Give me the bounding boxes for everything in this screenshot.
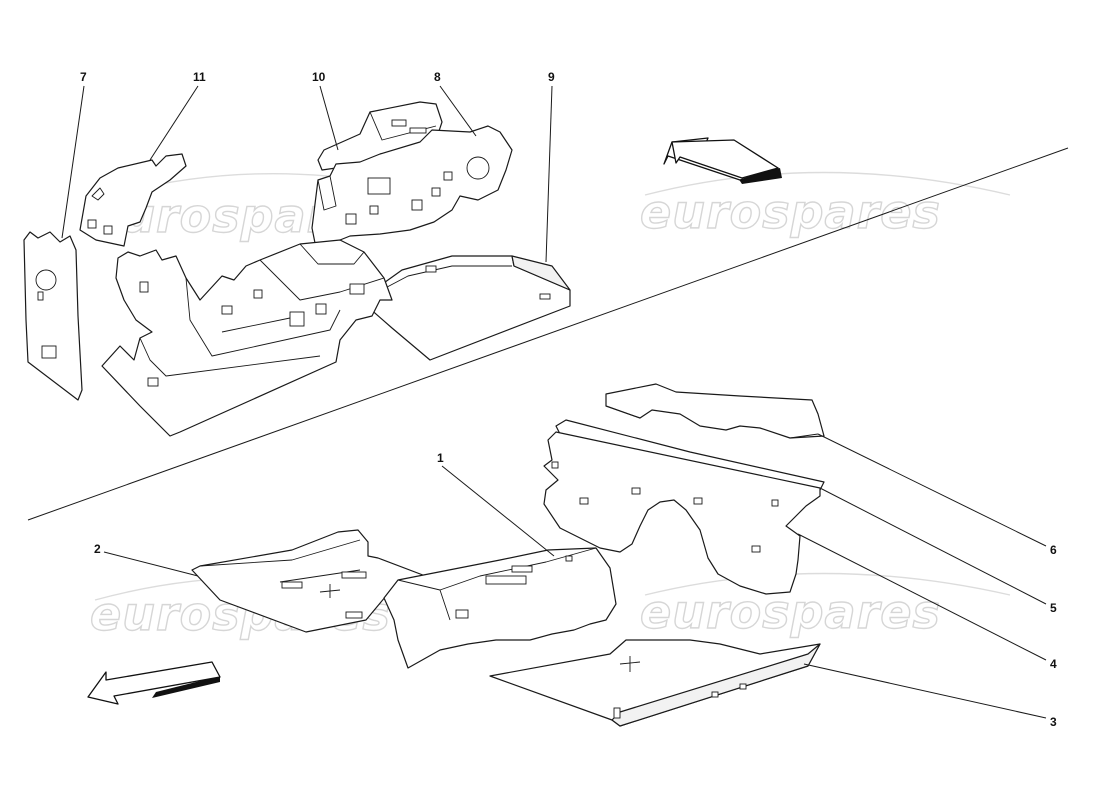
callout-labels: 7 11 10 8 9 1 2 3 4 5 6 [80,70,1057,729]
part-3-rear-floor-panel [489,639,821,727]
callout-5: 5 [1050,601,1057,615]
direction-arrow-up-left-icon [663,137,782,184]
leader-lines [61,85,1047,719]
part-2-front-floor [191,529,437,633]
leader-6 [817,433,1047,547]
watermark-bottom-right: eurospares [639,572,1011,640]
leader-3 [803,663,1047,719]
part-7-side-panel [23,231,83,401]
leader-9 [545,85,553,263]
leader-10 [319,85,339,151]
watermark-text: eurospares [640,585,941,639]
callout-11: 11 [193,70,206,84]
callout-1: 1 [437,451,444,465]
callout-4: 4 [1050,657,1057,671]
leader-2 [103,551,199,577]
part-1-center-tunnel [383,547,617,669]
part-9-rear-floor [359,255,571,361]
part-4-bulkhead-insulation [543,431,821,595]
callout-7: 7 [80,70,87,84]
part-6-flat-panel [605,383,825,439]
section-divider-line [27,147,1069,521]
callout-2: 2 [94,542,101,556]
direction-arrow-down-left-icon [87,661,221,705]
watermark-text: eurospares [640,185,941,239]
callout-9: 9 [548,70,555,84]
part-8-bulkhead [311,125,513,249]
callout-10: 10 [312,70,326,84]
leader-7 [61,85,85,239]
leader-8 [439,85,477,137]
callout-3: 3 [1050,715,1057,729]
callout-6: 6 [1050,543,1057,557]
part-main-floor-top [101,239,393,437]
watermark-top-right: eurospares [639,171,1011,240]
callout-8: 8 [434,70,441,84]
part-11-upper-panel [79,153,187,247]
leader-11 [149,85,199,161]
leader-4 [797,533,1047,661]
leader-1 [441,465,555,557]
leader-5 [819,487,1047,605]
